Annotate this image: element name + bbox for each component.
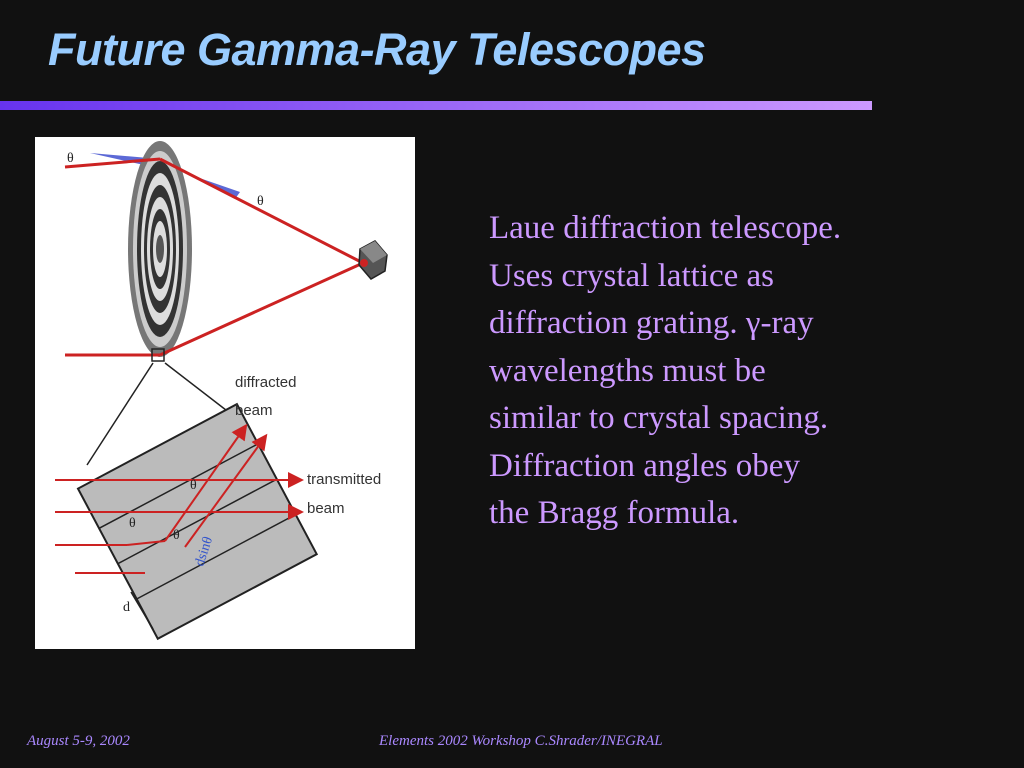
label-theta-top-right: θ bbox=[257, 194, 264, 209]
ray-paths bbox=[64, 157, 364, 357]
label-transmitted: transmitted bbox=[307, 471, 381, 488]
label-theta-crystal-3: θ bbox=[173, 528, 180, 543]
label-d-spacing: d bbox=[123, 600, 130, 615]
body-line: Uses crystal lattice as bbox=[489, 257, 774, 294]
body-line: wavelengths must be bbox=[489, 352, 766, 389]
laue-diffraction-figure: θ θ diffracted beam transmitted beam θ θ… bbox=[35, 137, 415, 649]
label-transmitted-beam: beam bbox=[307, 500, 345, 517]
title-underline-bar bbox=[0, 101, 872, 110]
label-diffracted: diffracted bbox=[235, 374, 296, 391]
label-theta-crystal-2: θ bbox=[129, 516, 136, 531]
d-spacing-arrow bbox=[130, 591, 154, 630]
body-line: the Bragg formula. bbox=[489, 495, 740, 531]
laue-diagram: θ θ diffracted beam transmitted beam θ θ… bbox=[55, 141, 388, 641]
crystal-block bbox=[76, 402, 319, 641]
crystal-beams bbox=[55, 423, 304, 574]
label-theta-top-left: θ bbox=[67, 151, 74, 166]
body-text: Laue diffraction telescope. Uses crystal… bbox=[489, 205, 949, 538]
lens-rings bbox=[128, 141, 192, 357]
body-line: Diffraction angles obey bbox=[489, 447, 800, 484]
slide-title: Future Gamma-Ray Telescopes bbox=[48, 24, 706, 75]
body-line: Laue diffraction telescope. bbox=[489, 210, 842, 246]
label-theta-crystal-1: θ bbox=[190, 478, 197, 493]
footer-date: August 5-9, 2002 bbox=[27, 733, 130, 749]
body-line: diffraction grating. γ-ray bbox=[489, 305, 814, 341]
label-diffracted-beam: beam bbox=[235, 402, 273, 419]
footer-event: Elements 2002 Workshop C.Shrader/INEGRAL bbox=[379, 733, 663, 749]
body-line: similar to crystal spacing. bbox=[489, 400, 829, 436]
detector-cube bbox=[358, 240, 388, 280]
